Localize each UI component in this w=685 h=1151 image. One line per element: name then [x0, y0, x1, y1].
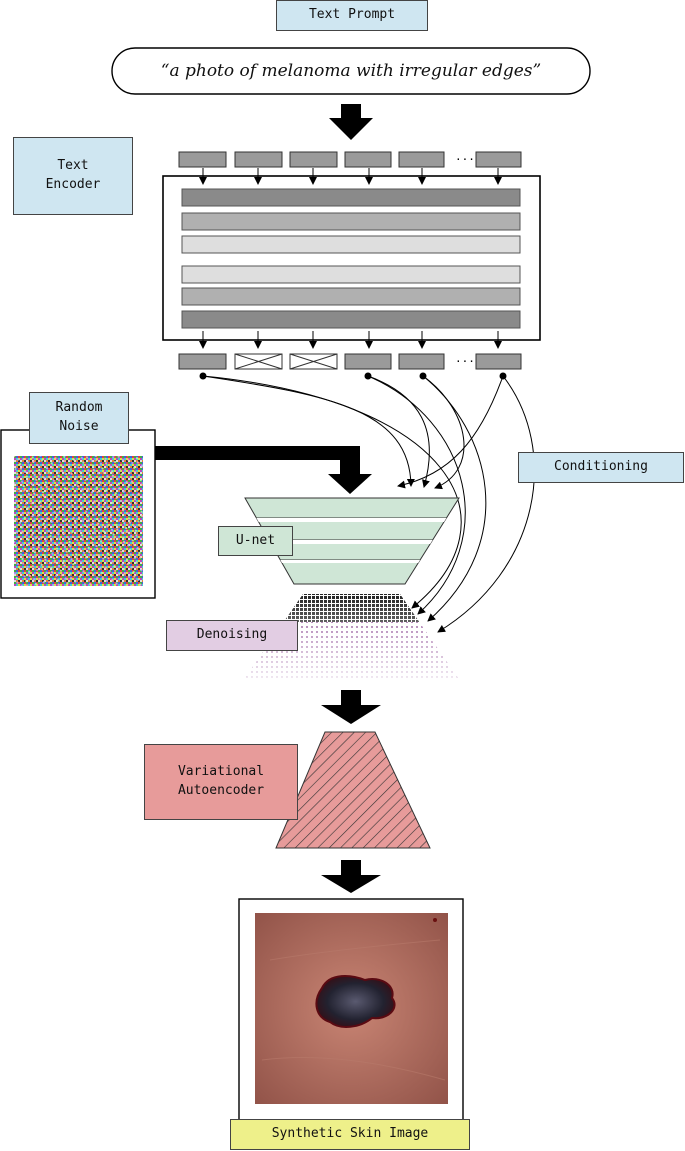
unet-block — [244, 497, 460, 585]
conditioning-curve — [202, 375, 462, 609]
encoder-layer — [181, 212, 521, 231]
conditioning-curve — [367, 375, 466, 615]
unet-label: U-net — [218, 526, 293, 556]
conditioning-curve — [202, 375, 415, 487]
denoising-label: Denoising — [166, 620, 298, 651]
encoder-layer — [181, 235, 521, 254]
conditioning-curves — [199, 372, 535, 633]
encoder-out-arrows — [199, 331, 502, 349]
text-prompt-label: Text Prompt — [276, 0, 428, 31]
encoder-layer — [181, 188, 521, 207]
conditioning-curve — [422, 375, 487, 622]
encoder-layers — [181, 188, 521, 329]
conditioning-curve — [397, 375, 504, 489]
lesion — [315, 975, 396, 1028]
encoder-layer — [181, 310, 521, 329]
input-token — [178, 151, 227, 168]
vae-label: Variational Autoencoder — [144, 744, 298, 820]
input-token — [289, 151, 338, 168]
input-token — [398, 151, 445, 168]
encoder-layer — [181, 265, 521, 284]
conditioning-label: Conditioning — [518, 452, 684, 483]
output-token — [344, 353, 392, 370]
input-token — [344, 151, 392, 168]
arrow-prompt-to-encoder — [329, 104, 373, 140]
encoder-layer — [181, 287, 521, 306]
text-prompt: “a photo of melanoma with irregular edge… — [160, 61, 542, 81]
encoder-small-arrows — [199, 168, 502, 185]
encoder-input-tokens — [178, 151, 522, 168]
arrow-denoising-to-vae — [321, 690, 381, 724]
arrow-noise-to-unet — [155, 446, 372, 494]
output-token — [475, 353, 522, 370]
conditioning-curve — [437, 375, 535, 633]
synthetic-skin-image-label: Synthetic Skin Image — [230, 1119, 470, 1150]
input-token — [234, 151, 283, 168]
arrow-vae-to-output — [321, 860, 381, 893]
output-token — [178, 353, 227, 370]
random-noise-label: Random Noise — [29, 392, 129, 444]
input-ellipsis: ... — [455, 150, 475, 163]
output-ellipsis: ... — [455, 352, 475, 365]
text-encoder-label: Text Encoder — [13, 137, 133, 215]
vae-block — [275, 731, 431, 849]
encoder-output-tokens — [178, 353, 522, 370]
masked-token — [234, 353, 283, 370]
output-token — [398, 353, 445, 370]
input-token — [475, 151, 522, 168]
conditioning-curve — [367, 375, 430, 488]
skin-image — [255, 913, 448, 1104]
masked-token — [289, 353, 338, 370]
